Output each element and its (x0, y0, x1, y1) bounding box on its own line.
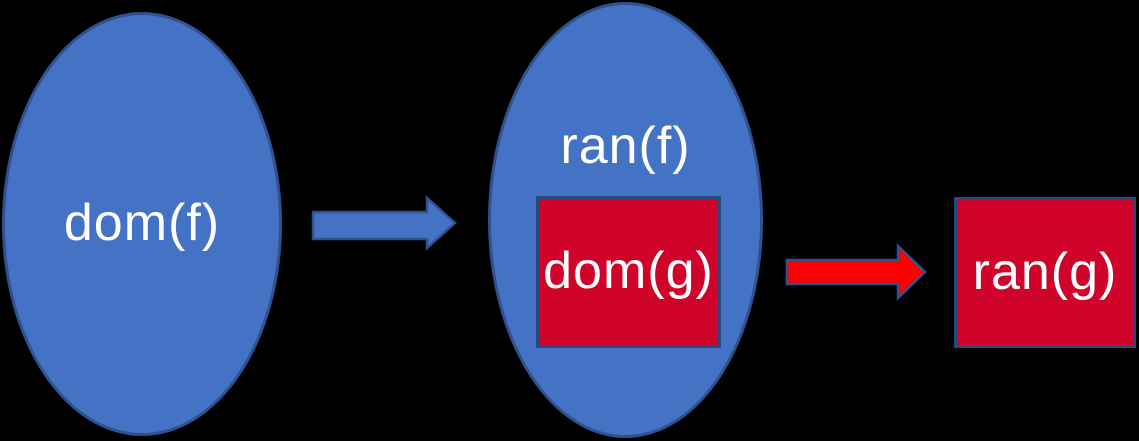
blue-arrow-shape (311, 195, 457, 251)
ran-g-rectangle: ran(g) (954, 197, 1136, 348)
ran-g-label: ran(g) (972, 242, 1118, 301)
ran-f-label: ran(f) (560, 117, 691, 175)
arrow-dom-g-to-ran-g-icon (785, 243, 927, 301)
dom-g-rectangle: dom(g) (536, 196, 721, 348)
dom-f-label: dom(f) (63, 194, 221, 253)
dom-f-ellipse: dom(f) (2, 12, 282, 436)
red-arrow-shape (785, 243, 927, 301)
dom-g-label: dom(g) (543, 242, 714, 301)
arrow-dom-f-to-ran-f-icon (311, 195, 457, 251)
